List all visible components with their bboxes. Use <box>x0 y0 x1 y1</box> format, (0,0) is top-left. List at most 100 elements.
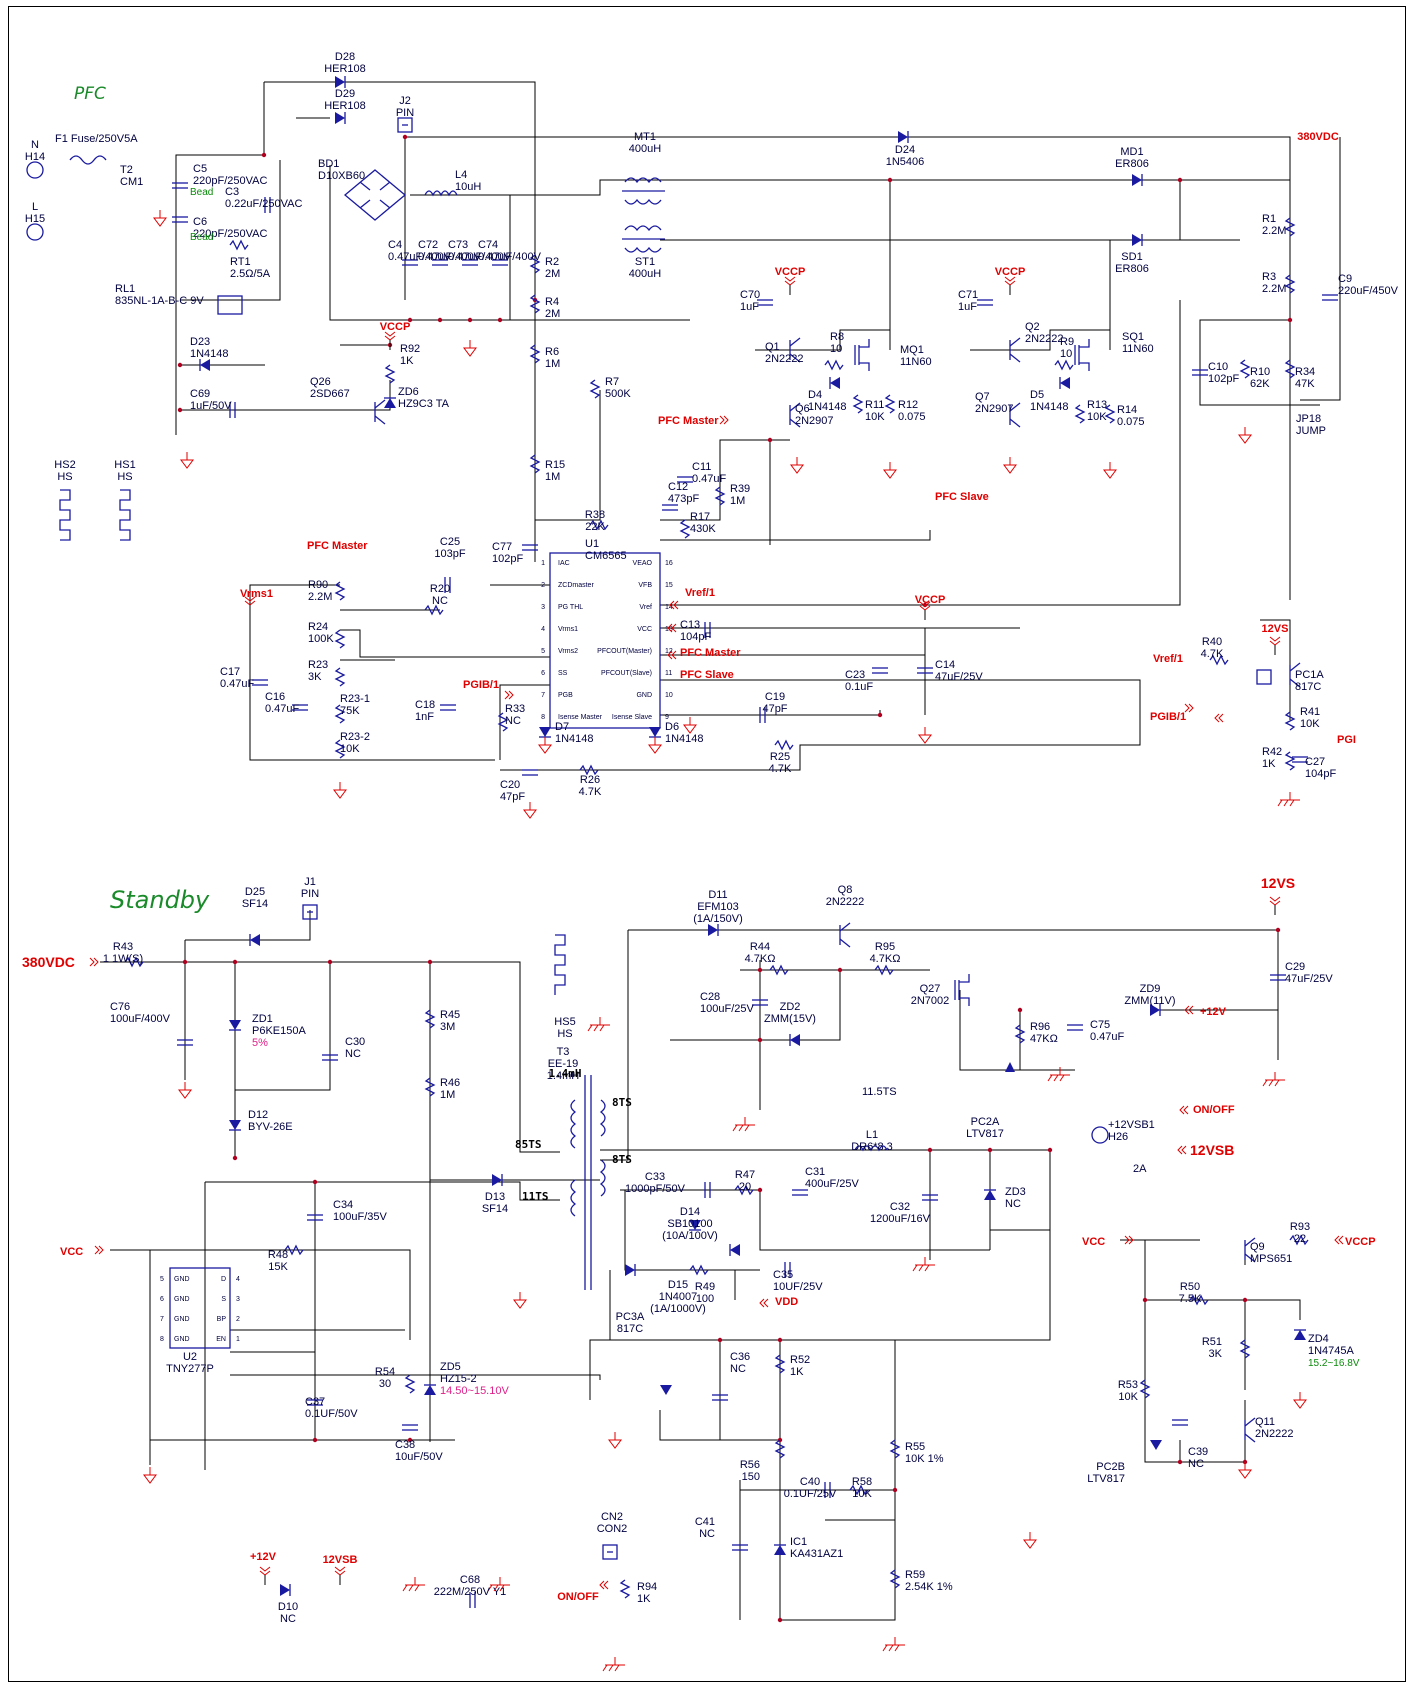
component-c33-label-0: C33 <box>645 1171 665 1183</box>
component-r40-label-1: 4.7K <box>1201 648 1224 660</box>
component-c25-label-1: 103pF <box>434 548 465 560</box>
component-d7-label-1: 1N4148 <box>555 733 594 745</box>
net-380vdc-standby: 380VDC <box>22 954 75 970</box>
component-r43-label-1: 1 1W(S) <box>103 953 143 965</box>
component-d28-label-0: D28 <box>335 51 355 63</box>
component-r46-label-0: R46 <box>440 1077 460 1089</box>
net-pfc-master-3: PFC Master <box>680 647 741 659</box>
diode-symbol <box>1059 377 1070 389</box>
component-r38-label-1: 22K <box>585 521 605 533</box>
component-zd5-label-0: ZD5 <box>440 1361 461 1373</box>
transistor-symbol <box>374 399 386 425</box>
component-r14-label-0: R14 <box>1117 404 1137 416</box>
capacitor-symbol <box>522 544 538 551</box>
resistor-symbol <box>1054 359 1074 371</box>
component-d6-label-0: D6 <box>665 721 679 733</box>
component-r9-label-1: 10 <box>1060 348 1072 360</box>
ground-symbol <box>463 340 477 357</box>
component-c12-label-0: C12 <box>668 481 688 493</box>
component-zd5-label-2: 14.50~15.10V <box>440 1385 509 1397</box>
resistor-symbol <box>1014 1024 1026 1044</box>
component-r58-label-1: 10K <box>852 1488 872 1500</box>
transistor-symbol <box>789 337 801 363</box>
chassis-ground-symbol <box>882 1637 905 1652</box>
u2-pin-num-4: 4 <box>236 1276 240 1283</box>
net-plus12v-1: +12V <box>1200 1006 1227 1018</box>
component-u1-label-0: U1 <box>585 538 599 550</box>
component-c10-label-0: C10 <box>1208 361 1228 373</box>
component-ic1-label-0: IC1 <box>790 1536 807 1548</box>
component-q27-label-1: 2N7002 <box>911 995 950 1007</box>
u1-pin-left-5: SS <box>558 670 568 677</box>
optocoupler-symbol <box>1005 1062 1015 1072</box>
component-c75-label-1: 0.47uF <box>1090 1031 1125 1043</box>
capacitor-symbol <box>732 1544 748 1551</box>
component-h14-label-1: H14 <box>25 151 45 163</box>
component-c68-label-0: C68 <box>460 1574 480 1586</box>
net-vref1-1: Vref/1 <box>685 587 715 599</box>
inductor-symbol <box>424 190 458 197</box>
net-arrow-symbol <box>89 957 99 967</box>
ground-symbol <box>918 727 932 744</box>
net-arrow-symbol <box>1177 1145 1187 1155</box>
ground-symbol <box>608 1432 622 1449</box>
component-d10-label-1: NC <box>280 1613 296 1625</box>
u2-pin-num-6: 2 <box>236 1316 240 1323</box>
component-r17-label-0: R17 <box>690 511 710 523</box>
resistor-symbol <box>849 1484 869 1496</box>
component-c34-label-0: C34 <box>333 1199 353 1211</box>
resistor-symbol <box>589 519 609 531</box>
component-r232-label-0: R23-2 <box>340 731 370 743</box>
capacitor-symbol <box>172 182 188 189</box>
component-t3-label-1: EE-19 <box>548 1058 579 1070</box>
heatsink-hs1 <box>119 489 131 541</box>
component-q8-label-1: 2N2222 <box>826 896 865 908</box>
u1-pin-num-left-6: 7 <box>541 692 545 699</box>
terminal-symbol <box>26 223 44 241</box>
resistor-symbol <box>679 519 691 539</box>
component-c17-label-0: C17 <box>220 666 240 678</box>
capacitor-symbol <box>704 1182 711 1198</box>
component-c29-label-1: 47uF/25V <box>1285 973 1333 985</box>
component-r42-label-0: R42 <box>1262 746 1282 758</box>
component-d11-label-0: D11 <box>708 889 727 901</box>
component-zd5-label-1: HZ15-2 <box>440 1373 477 1385</box>
component-r24-label-1: 100K <box>308 633 334 645</box>
component-r56-label-0: R56 <box>740 1459 760 1471</box>
component-c16-label-1: 0.47uF <box>265 703 300 715</box>
component-c76-label-0: C76 <box>110 1001 130 1013</box>
diode-symbol <box>1132 174 1143 186</box>
bead-label-1: Bead <box>190 187 213 198</box>
component-h26-label-0: +12VSB1 <box>1108 1119 1155 1131</box>
component-zd9-label-0: ZD9 <box>1140 983 1161 995</box>
component-c30-label-0: C30 <box>345 1036 365 1048</box>
capacitor-symbol <box>712 1394 728 1401</box>
connector-pin-symbol <box>397 117 413 133</box>
component-d25-label-1: SF14 <box>242 898 268 910</box>
component-zd3-label-0: ZD3 <box>1005 1186 1026 1198</box>
component-r52-label-0: R52 <box>790 1354 810 1366</box>
u2-pin-num-7: 1 <box>236 1336 240 1343</box>
component-r17-label-1: 430K <box>690 523 716 535</box>
